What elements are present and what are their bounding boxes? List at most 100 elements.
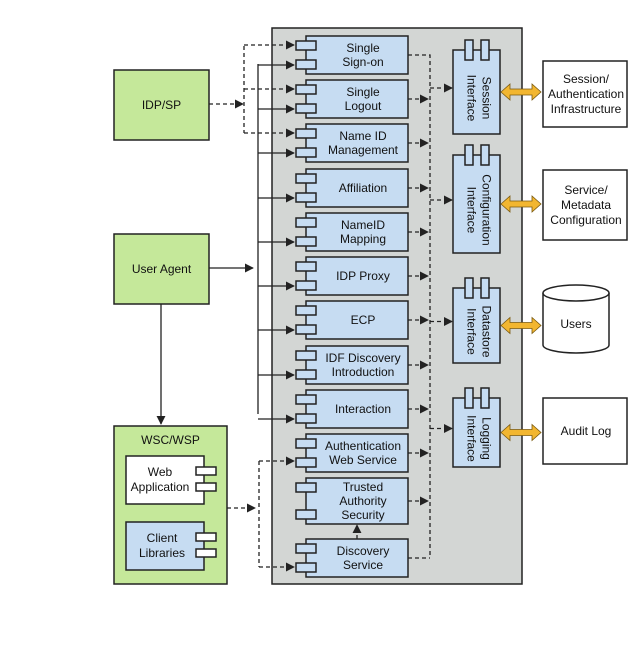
port-icon	[295, 84, 317, 95]
module-label: Service	[343, 558, 383, 572]
port-icon	[295, 59, 317, 70]
user-agent-node: User Agent	[113, 233, 210, 305]
port-icon	[295, 369, 317, 380]
module-label: Discovery	[337, 544, 390, 558]
resource-audit-log: Audit Log	[542, 397, 628, 465]
port-icon	[295, 543, 317, 554]
module-label: Name ID	[339, 129, 387, 143]
interface-label: Interface	[465, 75, 479, 122]
resource-label: Metadata	[561, 198, 611, 212]
port-icon	[295, 147, 317, 158]
web-application-label-1: Web	[148, 465, 173, 479]
port-icon	[295, 192, 317, 203]
module-label: Affiliation	[339, 181, 387, 195]
port-icon	[295, 438, 317, 449]
port-icon	[295, 457, 317, 468]
port-icon	[295, 394, 317, 405]
interface-label: Interface	[465, 187, 479, 234]
external-resources: Session/AuthenticationInfrastructureServ…	[542, 60, 628, 465]
client-libraries-label-2: Libraries	[139, 546, 185, 560]
resource-label: Configuration	[550, 213, 621, 227]
module-label: Mapping	[340, 232, 386, 246]
bidirectional-arrow-icon	[500, 195, 542, 213]
resource-users: Users	[542, 284, 610, 354]
port-icon	[295, 509, 317, 520]
interface-label: Configuration	[480, 174, 494, 245]
module-label: IDF Discovery	[325, 351, 400, 365]
bidirectional-arrow-icon	[500, 83, 542, 101]
interface-label: Interface	[465, 415, 479, 462]
module-label: Single	[346, 85, 380, 99]
port-icon	[295, 236, 317, 247]
resource-label: Session/	[563, 72, 610, 86]
client-libraries-component: Client Libraries	[125, 521, 217, 571]
port-icon	[464, 39, 474, 61]
module-label: Authority	[339, 494, 386, 508]
module-label: ECP	[351, 313, 376, 327]
module-idp-proxy: IDP Proxy	[295, 256, 409, 296]
wsc-wsp-label: WSC/WSP	[141, 433, 200, 447]
resource-label: Infrastructure	[551, 102, 622, 116]
port-icon	[480, 277, 490, 299]
module-label: Trusted	[343, 480, 383, 494]
resource-label: Authentication	[548, 87, 624, 101]
interface-label: Logging	[480, 417, 494, 460]
interface-label: Datastore	[480, 305, 494, 357]
idp-sp-label: IDP/SP	[142, 98, 181, 112]
port-icon	[480, 39, 490, 61]
web-application-component: Web Application	[125, 455, 217, 505]
port-icon	[464, 277, 474, 299]
port-icon	[295, 261, 317, 272]
resource-label: Audit Log	[561, 424, 612, 438]
port-icon	[480, 387, 490, 409]
port-icon	[295, 40, 317, 51]
port-icon	[464, 387, 474, 409]
port-icon	[295, 217, 317, 228]
client-libraries-label-1: Client	[147, 531, 178, 545]
wsc-wsp-node: WSC/WSP Web Application Client Libraries	[113, 425, 228, 585]
port-icon	[295, 324, 317, 335]
port-icon	[295, 413, 317, 424]
module-label: Introduction	[332, 365, 395, 379]
resource-label: Service/	[564, 183, 608, 197]
web-application-label-2: Application	[131, 480, 190, 494]
bidirectional-arrow-icon	[500, 423, 542, 442]
interfaces: SessionInterfaceConfigurationInterfaceDa…	[452, 39, 542, 468]
bidirectional-arrow-icon	[500, 316, 542, 335]
port-icon	[295, 103, 317, 114]
module-label: Security	[341, 508, 384, 522]
user-agent-label: User Agent	[132, 262, 192, 276]
module-interaction: Interaction	[295, 389, 409, 429]
module-label: Web Service	[329, 453, 397, 467]
module-ecp: ECP	[295, 300, 409, 340]
port-icon	[295, 562, 317, 573]
module-label: Interaction	[335, 402, 391, 416]
module-label: NameID	[341, 218, 385, 232]
port-icon	[295, 173, 317, 184]
port-icon	[295, 280, 317, 291]
port-icon	[480, 144, 490, 166]
idp-sp-node: IDP/SP	[113, 69, 210, 141]
module-label: Management	[328, 143, 399, 157]
port-icon	[295, 305, 317, 316]
module-label: Single	[346, 41, 380, 55]
module-label: IDP Proxy	[336, 269, 390, 283]
connectors	[156, 40, 453, 572]
port-icon	[295, 350, 317, 361]
module-label: Logout	[345, 99, 382, 113]
interface-label: Interface	[465, 308, 479, 355]
